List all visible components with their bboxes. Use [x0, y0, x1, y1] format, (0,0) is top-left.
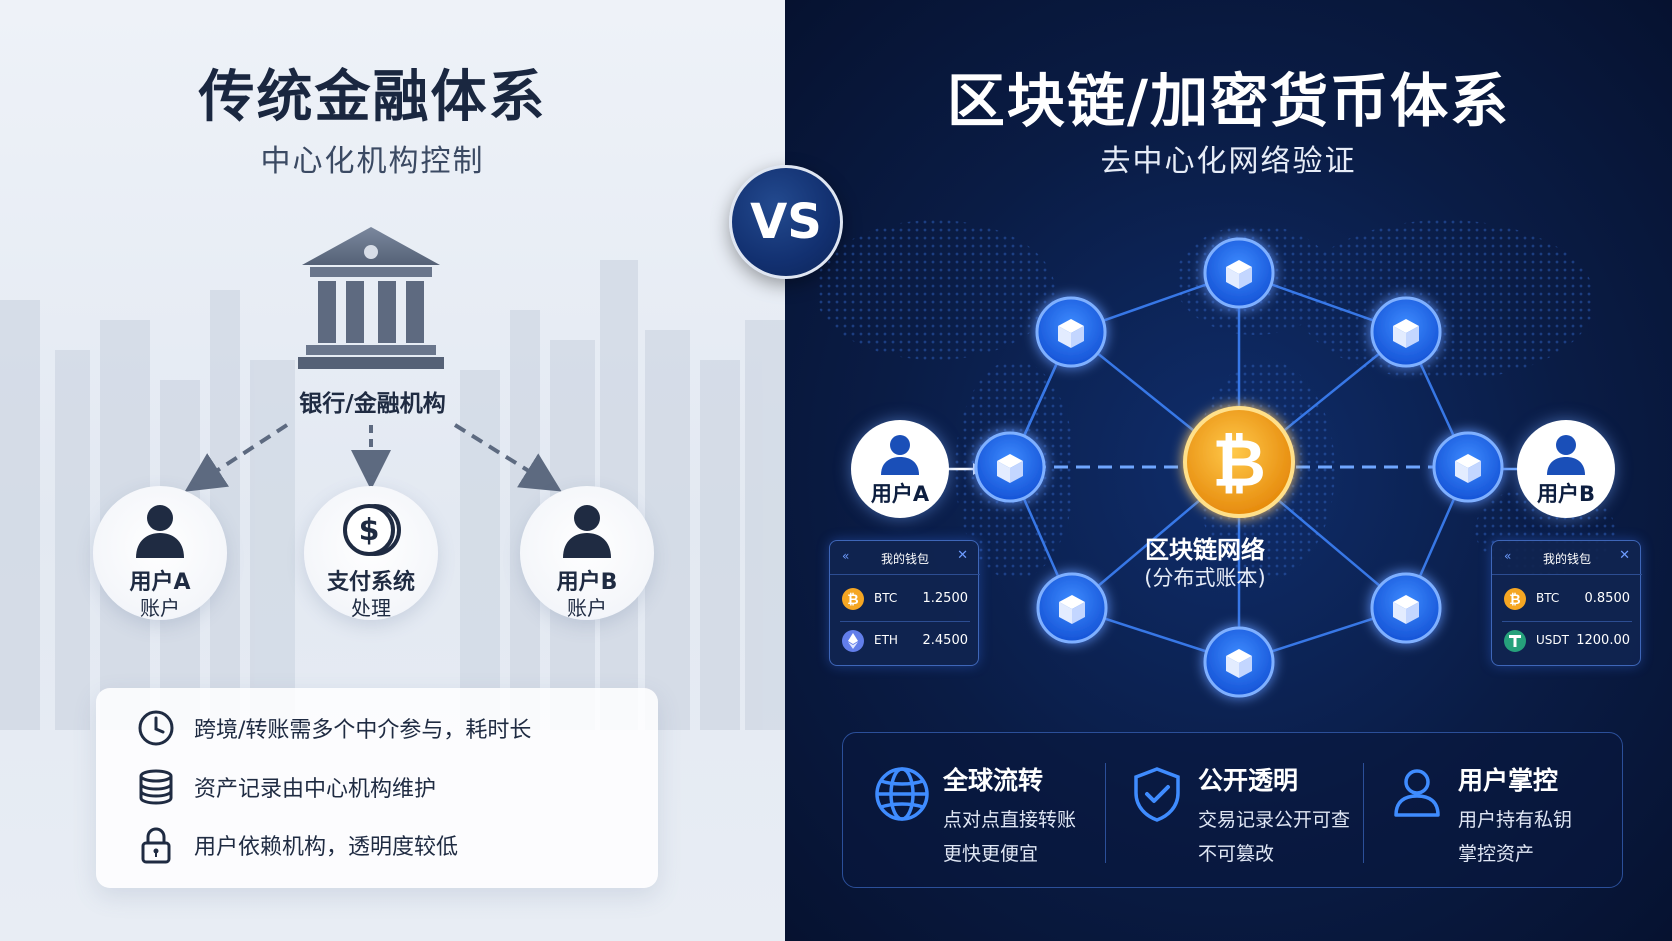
wallet-row-btc: ₿ BTC 0.8500 — [1492, 581, 1642, 617]
lock-icon — [141, 827, 171, 864]
left-title: 传统金融体系 — [198, 65, 547, 130]
bitcoin-coin-icon: ₿ — [842, 588, 864, 610]
svg-text:₿: ₿ — [847, 592, 858, 608]
svg-text:₿: ₿ — [1212, 425, 1266, 502]
blockchain-features-box: 全球流转 点对点直接转账 更快更便宜 公开透明 交易记录公开可查 不可篡改 用户… — [842, 732, 1623, 888]
block-node — [974, 431, 1046, 503]
world-map-dots — [815, 220, 1615, 580]
network-label: 区块链网络 — [1145, 536, 1265, 564]
dollar-coin-icon: $ — [343, 504, 401, 556]
user-icon — [136, 505, 184, 558]
block-node — [1370, 296, 1442, 368]
bitcoin-icon: ₿ — [1183, 406, 1295, 518]
bank-label: 银行/金融机构 — [299, 391, 446, 417]
blockchain-panel: 区块链/加密货币体系 去中心化网络验证 — [785, 0, 1672, 941]
user-icon — [881, 435, 919, 475]
bitcoin-coin-icon: ₿ — [1504, 588, 1526, 610]
user-b-node: 用户B — [1517, 420, 1615, 518]
block-node — [1370, 572, 1442, 644]
shield-check-icon — [1134, 767, 1180, 822]
back-icon[interactable]: « — [842, 549, 850, 563]
info-row-records: 资产记录由中心机构维护 — [136, 767, 436, 807]
user-a-node: 用户A — [851, 420, 949, 518]
wallet-row-usdt: USDT 1200.00 — [1492, 623, 1642, 659]
block-node — [1203, 626, 1275, 698]
back-icon[interactable]: « — [1504, 549, 1512, 563]
vs-badge: VS — [729, 165, 843, 279]
globe-icon — [875, 767, 929, 821]
clock-icon — [138, 710, 174, 746]
wallet-card-a: « 我的钱包 ✕ ₿ BTC 1.2500 ETH 2.4500 — [829, 540, 980, 666]
bank-building-icon — [298, 227, 444, 369]
close-icon[interactable]: ✕ — [957, 548, 968, 563]
user-a-account-node: 用户A 账户 — [93, 486, 227, 620]
wallet-card-b: « 我的钱包 ✕ ₿ BTC 0.8500 USDT 1200.00 — [1491, 540, 1642, 666]
block-node — [1036, 572, 1108, 644]
payment-system-node: $ 支付系统 处理 — [304, 486, 438, 620]
ethereum-coin-icon — [842, 630, 864, 652]
tether-coin-icon — [1504, 630, 1526, 652]
user-b-account-node: 用户B 账户 — [520, 486, 654, 620]
blockchain-network-graph: ₿ — [943, 237, 1543, 698]
right-title: 区块链/加密货币体系 — [946, 67, 1511, 135]
feature-control: 用户掌控 用户持有私钥 掌控资产 — [1388, 733, 1618, 889]
info-row-dependence: 用户依赖机构，透明度较低 — [136, 825, 458, 865]
svg-text:₿: ₿ — [1509, 592, 1520, 608]
info-row-time: 跨境/转账需多个中介参与，耗时长 — [136, 708, 531, 748]
wallet-header: « 我的钱包 ✕ — [830, 541, 980, 575]
block-node — [1432, 431, 1504, 503]
wallet-row-eth: ETH 2.4500 — [830, 623, 980, 659]
traditional-finance-panel: 传统金融体系 中心化机构控制 银行/金融机构 — [0, 0, 785, 941]
wallet-row-btc: ₿ BTC 1.2500 — [830, 581, 980, 617]
feature-transparent: 公开透明 交易记录公开可查 不可篡改 — [1128, 733, 1358, 889]
database-icon — [139, 769, 173, 805]
svg-text:$: $ — [359, 513, 380, 548]
block-node — [1035, 296, 1107, 368]
right-subtitle: 去中心化网络验证 — [1100, 144, 1357, 179]
wallet-header: « 我的钱包 ✕ — [1492, 541, 1642, 575]
user-icon — [563, 505, 611, 558]
network-sublabel: (分布式账本) — [1144, 566, 1266, 590]
user-icon — [1394, 769, 1440, 817]
user-icon — [1547, 435, 1585, 475]
traditional-issues-box: 跨境/转账需多个中介参与，耗时长 资产记录由中心机构维护 用户依赖机构，透明度较… — [96, 688, 658, 888]
block-node — [1203, 237, 1275, 309]
close-icon[interactable]: ✕ — [1619, 548, 1630, 563]
left-subtitle: 中心化机构控制 — [260, 144, 485, 179]
feature-global: 全球流转 点对点直接转账 更快更便宜 — [873, 733, 1103, 889]
